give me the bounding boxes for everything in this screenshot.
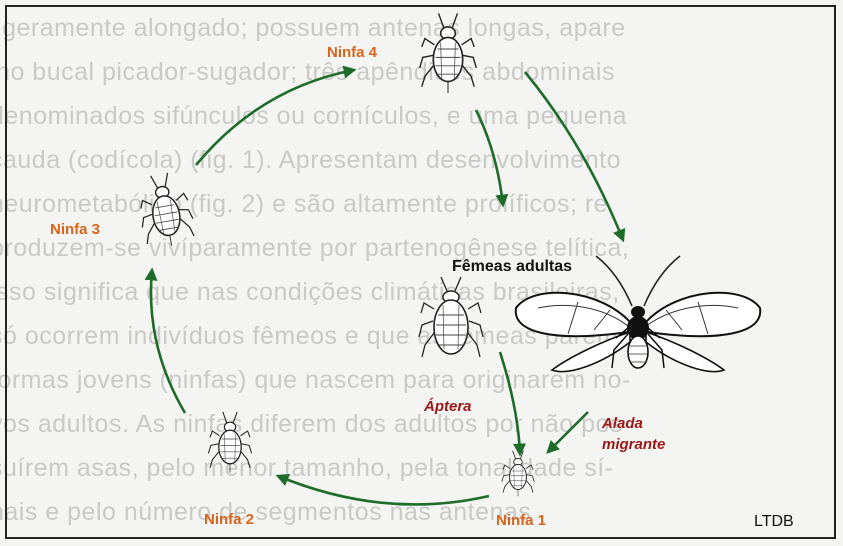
- arrow-alada-to-ninfa1: [548, 412, 588, 452]
- label-femeas-adultas: Fêmeas adultas: [452, 258, 572, 276]
- arrow-ninfa3-to-ninfa4: [196, 70, 354, 165]
- label-ninfa-1: Ninfa 1: [496, 512, 546, 529]
- arrow-ninfa4-to-alada: [525, 72, 623, 240]
- label-alada: Alada: [602, 415, 643, 432]
- nymph-aphid-icon: [420, 13, 477, 93]
- label-ninfa-3: Ninfa 3: [50, 221, 100, 238]
- arrow-ninfa4-to-aptera: [476, 110, 503, 205]
- arrow-ninfa1-to-ninfa2: [278, 476, 489, 504]
- nymph-aphid-icon: [208, 412, 251, 473]
- arrow-aptera-to-ninfa1: [500, 352, 520, 454]
- nymph-aphid-icon: [134, 170, 197, 250]
- credit-label: LTDB: [754, 513, 794, 531]
- nymph-aphid-icon: [502, 451, 534, 497]
- label-aptera: Áptera: [424, 398, 472, 415]
- label-ninfa-2: Ninfa 2: [204, 511, 254, 528]
- label-migrante: migrante: [602, 436, 665, 453]
- label-ninfa-4: Ninfa 4: [327, 44, 377, 61]
- apterous-female-aphid-icon: [419, 277, 483, 357]
- arrow-ninfa2-to-ninfa3: [151, 270, 185, 413]
